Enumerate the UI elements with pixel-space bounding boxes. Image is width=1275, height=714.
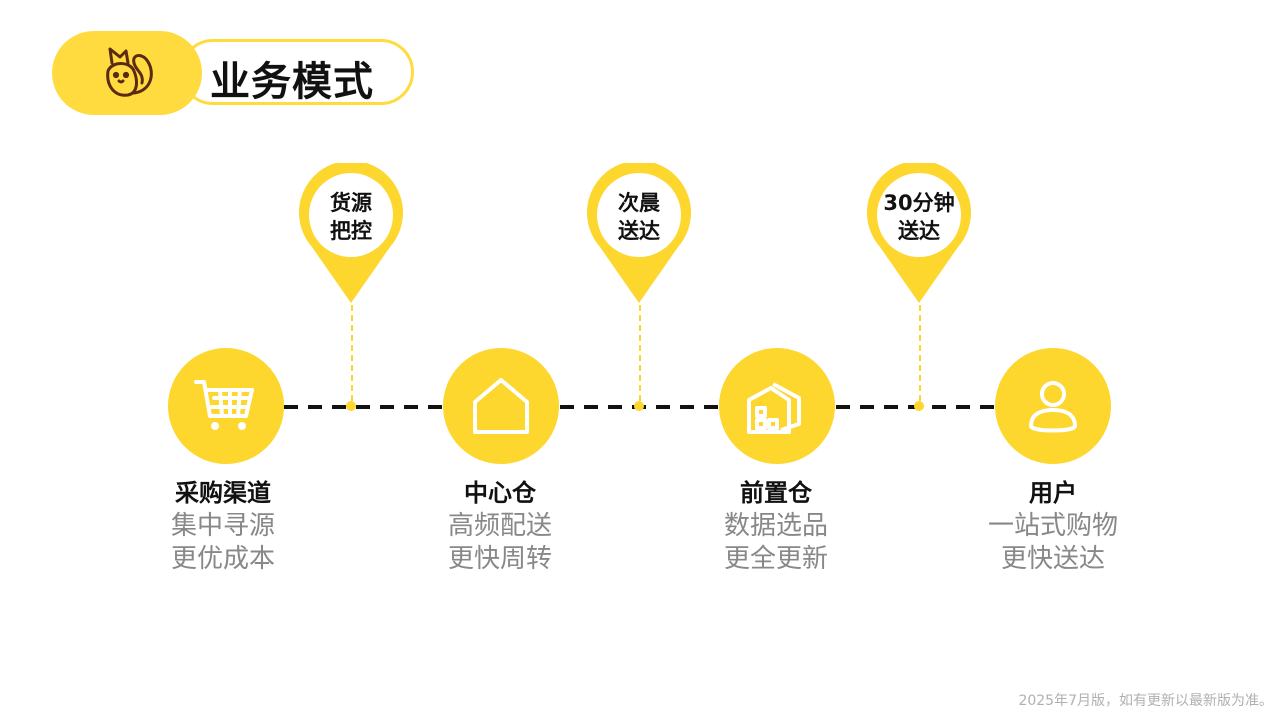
pin-30min: 30分钟 送达 [866,160,972,305]
pin-sourcing: 货源 把控 [298,160,404,305]
house-icon [473,378,529,434]
stage-desc-1: 一站式购物 [987,511,1118,541]
header-outline [180,39,414,105]
pin-line-2: 送达 [618,219,660,243]
stage-desc-2: 更全更新 [723,544,828,574]
pin-label: 30分钟 送达 [866,189,972,245]
stage-procurement-node [168,348,284,464]
pin-dot [914,401,924,411]
pin-dot [346,401,356,411]
map-pin-icon [867,160,971,303]
pin-dot [634,401,644,411]
stage-desc-2: 更快送达 [1000,544,1105,574]
pin-line-1: 次晨 [618,191,660,215]
connector-line [284,405,444,409]
pin-next-morning: 次晨 送达 [586,160,692,305]
user-icon [1029,381,1077,433]
stage-desc-2: 更优成本 [170,544,275,574]
warehouse-icon [747,382,801,434]
pin-label: 货源 把控 [298,189,404,245]
pin-line-1: 30分钟 [883,191,955,215]
pin-stem [639,305,641,401]
shopping-cart-icon [194,380,254,430]
stage-title: 采购渠道 [175,479,271,507]
stage-title: 中心仓 [464,479,536,507]
stage-desc-2: 更快周转 [447,544,552,574]
stage-desc-1: 集中寻源 [170,511,275,541]
pin-stem [919,305,921,401]
page-title: 业务模式 [210,59,374,105]
pin-line-1: 货源 [330,191,372,215]
version-note: 2025年7月版，如有更新以最新版为准。 [1018,693,1273,709]
stage-central-warehouse-node [443,348,559,464]
header-badge [52,31,202,115]
stage-user-node [995,348,1111,464]
stage-central-warehouse-label: 中心仓 高频配送 更快周转 [400,476,600,576]
stage-front-warehouse-label: 前置仓 数据选品 更全更新 [676,476,876,576]
map-pin-icon [587,160,691,303]
stage-desc-1: 数据选品 [723,511,828,541]
stage-desc-1: 高频配送 [447,511,552,541]
stage-procurement-label: 采购渠道 集中寻源 更优成本 [123,476,323,576]
pin-line-2: 把控 [330,219,372,243]
stage-user-label: 用户 一站式购物 更快送达 [953,476,1153,576]
pin-line-2: 送达 [898,219,940,243]
stage-title: 前置仓 [740,479,812,507]
section-header: 业务模式 [52,31,418,115]
squirrel-icon [106,47,153,97]
pin-stem [351,305,353,401]
stage-front-warehouse-node [719,348,835,464]
map-pin-icon [299,160,403,303]
stage-title: 用户 [1029,479,1077,507]
pin-label: 次晨 送达 [586,189,692,245]
